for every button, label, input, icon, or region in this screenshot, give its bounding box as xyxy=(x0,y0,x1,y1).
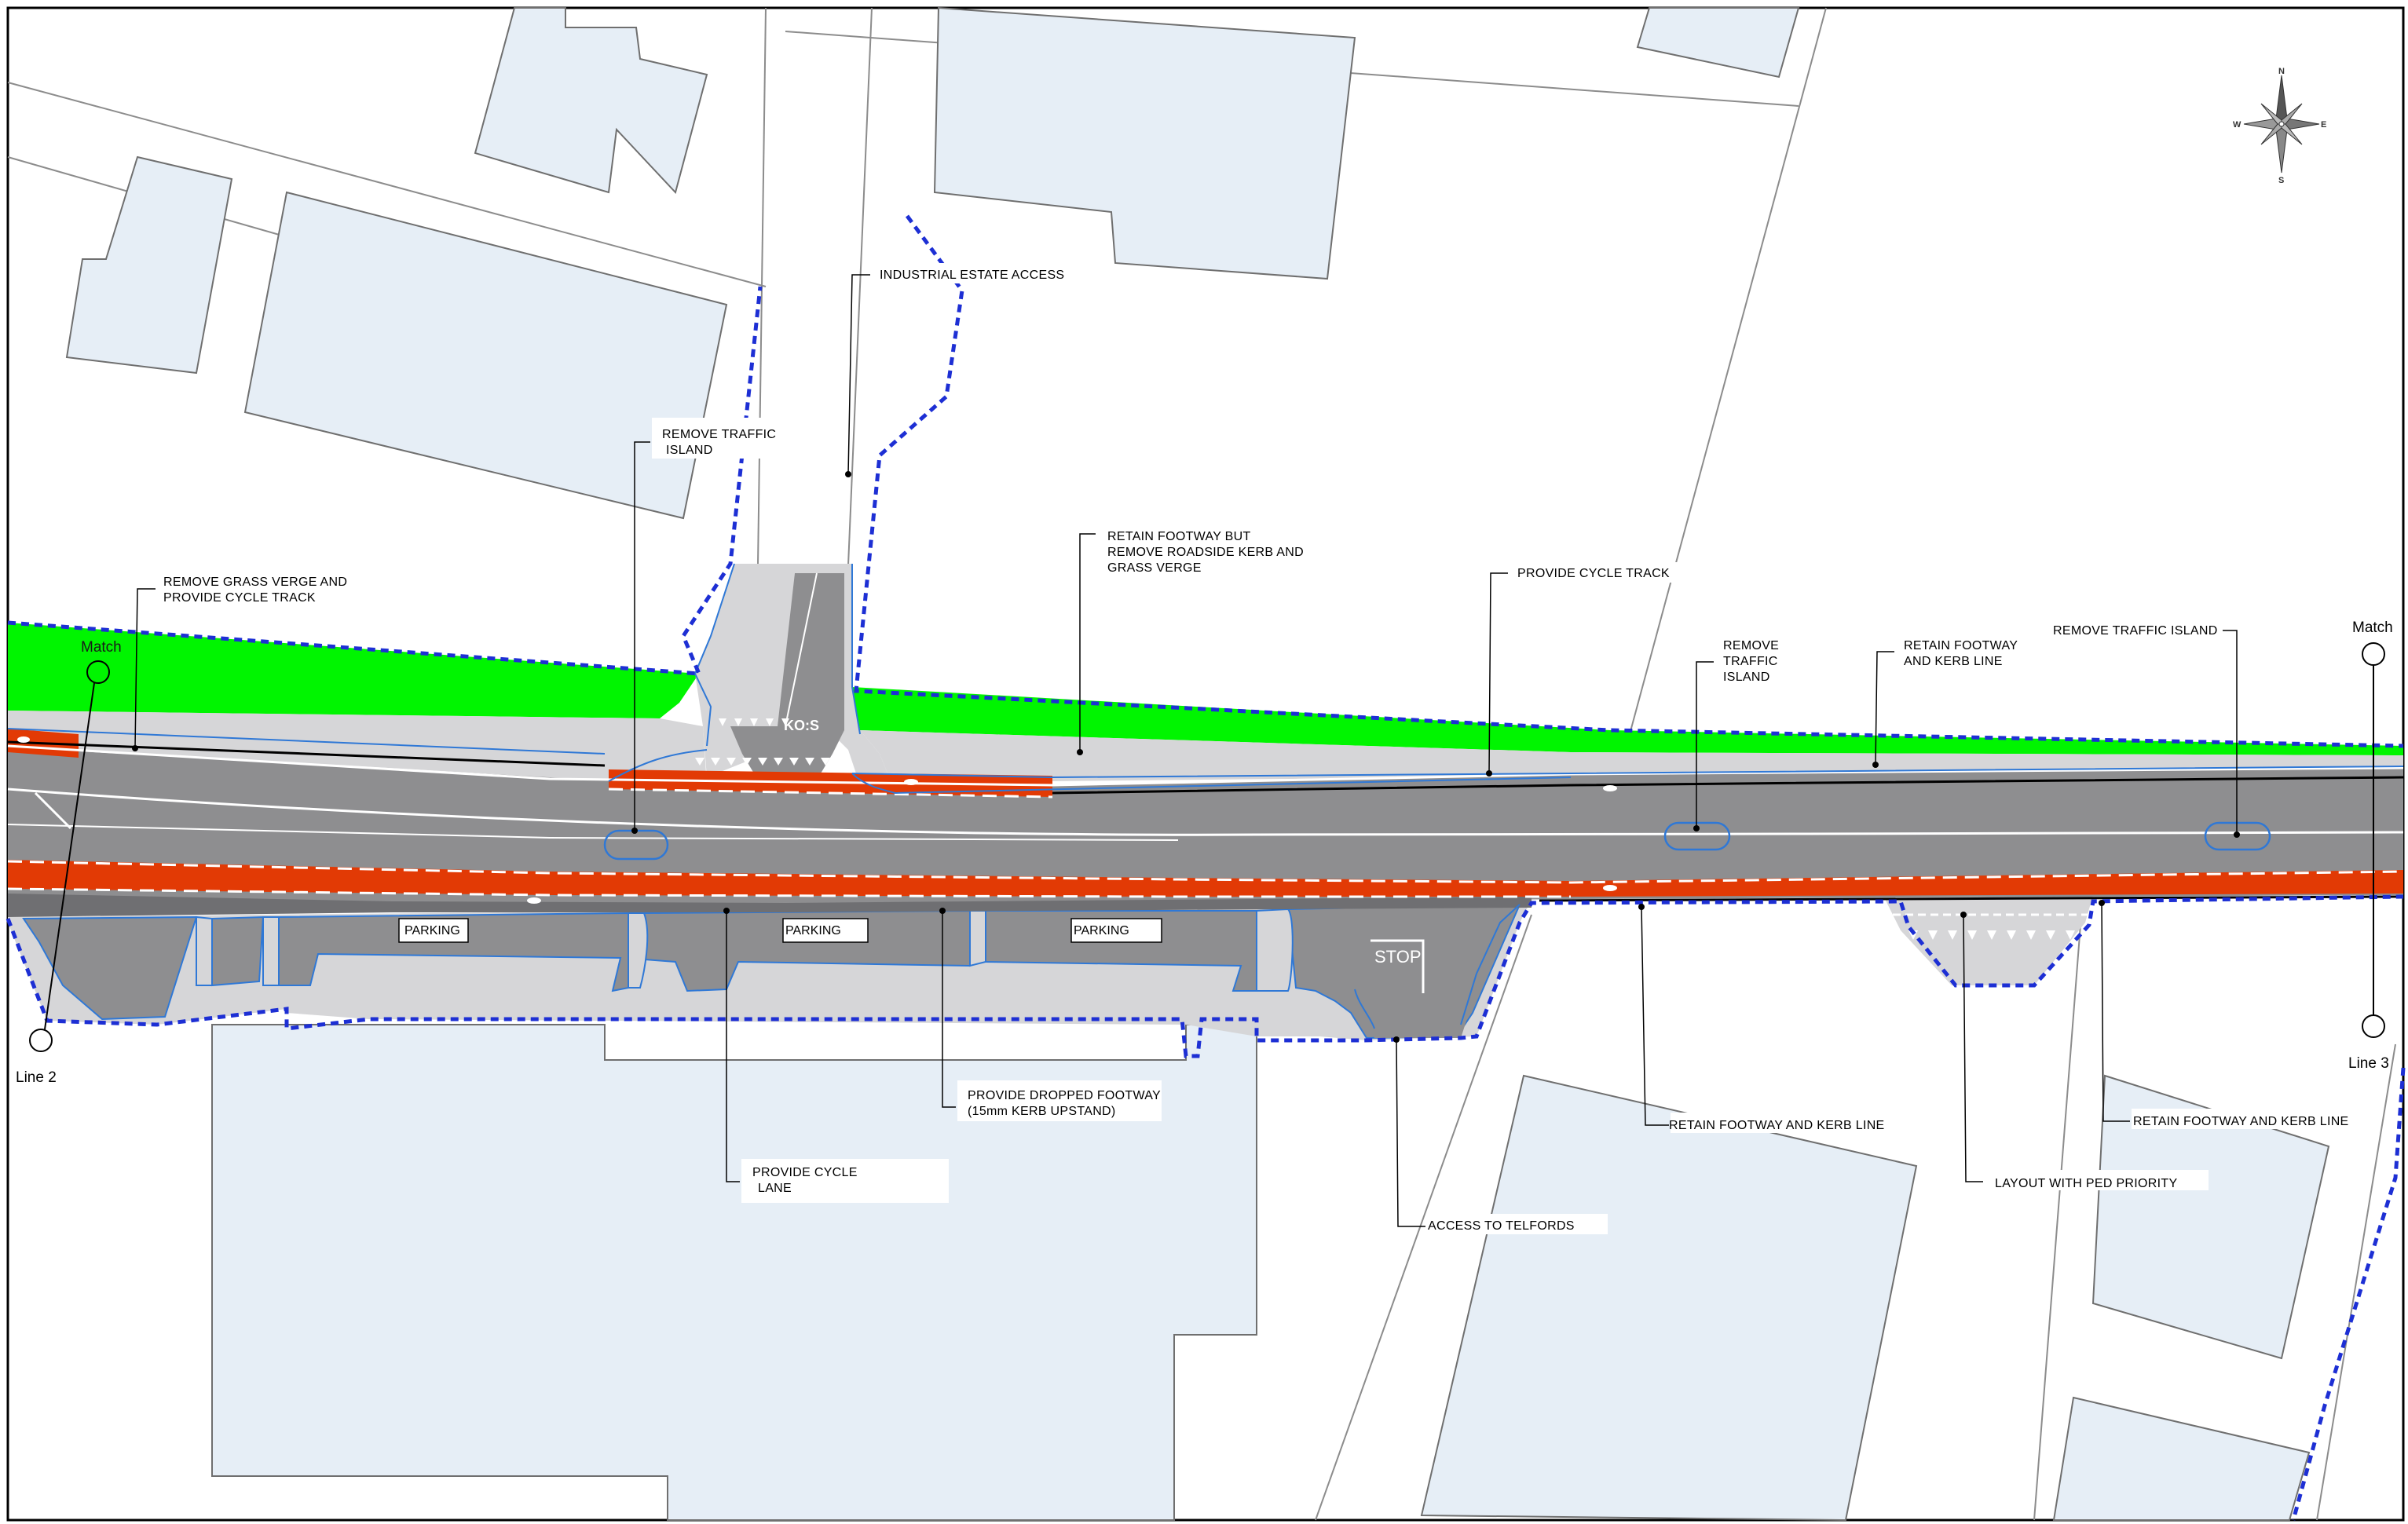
compass-e: E xyxy=(2321,120,2326,130)
line-label-left: Line 2 xyxy=(16,1069,57,1086)
road-markings xyxy=(7,572,2404,898)
building-7 xyxy=(1420,1074,1918,1522)
building-9 xyxy=(2052,1396,2311,1521)
note-retain-footway-kerb-2: RETAIN FOOTWAY AND KERB LINE xyxy=(2133,1115,2349,1128)
note-remove-traffic-island-1b: ISLAND xyxy=(666,444,713,457)
leader-dots xyxy=(132,471,2240,1043)
parking-label-2: PARKING xyxy=(785,924,841,937)
note-remove-traffic-island-2c: ISLAND xyxy=(1723,671,1770,684)
match-line-right: Match Line 3 xyxy=(2348,619,2393,1072)
note-remove-traffic-island-2a: REMOVE xyxy=(1723,639,1779,652)
note-provide-cycle-lane-a: PROVIDE CYCLE xyxy=(752,1166,858,1179)
stop-line xyxy=(1371,939,1425,993)
match-line-left: Match Line 2 xyxy=(16,639,122,1086)
site-boundary xyxy=(5,214,2406,1521)
parking-label-1: PARKING xyxy=(404,924,460,937)
keep-clear-marking: KO:S xyxy=(784,718,819,733)
carriageway-edge-strip xyxy=(8,894,1532,917)
match-label-left: Match xyxy=(81,639,122,656)
cycle-symbols xyxy=(17,736,1617,904)
note-layout-ped-priority: LAYOUT WITH PED PRIORITY xyxy=(1995,1177,2177,1190)
industrial-access-road xyxy=(730,573,844,773)
parking-label-3: PARKING xyxy=(1074,924,1129,937)
compass-n: N xyxy=(2278,67,2285,76)
match-label-right: Match xyxy=(2352,619,2393,636)
building-1 xyxy=(474,7,708,194)
annotation-backgrounds xyxy=(157,263,2355,1234)
compass-s: S xyxy=(2278,176,2284,185)
traffic-island-2 xyxy=(1663,821,1731,851)
note-retain-footway-kerb-top-b: AND KERB LINE xyxy=(1904,655,2003,668)
grass-verge-left xyxy=(8,623,699,718)
cycle-symbol xyxy=(1603,885,1617,891)
building-4 xyxy=(933,6,1356,280)
note-access-to-telfords: ACCESS TO TELFORDS xyxy=(1428,1219,1575,1233)
note-retain-footway-remove-kerb-a: RETAIN FOOTWAY BUT xyxy=(1107,530,1251,543)
note-retain-footway-remove-kerb-b: REMOVE ROADSIDE KERB AND xyxy=(1107,546,1304,559)
north-compass: N S E W xyxy=(2233,67,2326,185)
parking-labels: PARKING PARKING PARKING xyxy=(398,918,1162,943)
note-remove-traffic-island-1a: REMOVE TRAFFIC xyxy=(662,428,776,441)
note-provide-cycle-lane-b: LANE xyxy=(758,1182,792,1195)
building-3 xyxy=(243,191,728,520)
compass-w: W xyxy=(2233,120,2241,130)
give-way-markings xyxy=(695,718,830,766)
note-provide-dropped-footway-a: PROVIDE DROPPED FOOTWAY xyxy=(968,1089,1161,1102)
cycle-symbol xyxy=(527,897,541,904)
building-2 xyxy=(65,155,233,375)
note-retain-footway-kerb-top-a: RETAIN FOOTWAY xyxy=(1904,639,2018,652)
ped-priority-markings xyxy=(1893,913,2089,940)
line-label-right: Line 3 xyxy=(2348,1055,2389,1072)
building-5 xyxy=(1636,7,1800,79)
cycle-lane-south xyxy=(8,860,2403,897)
note-remove-grass-verge-b: PROVIDE CYCLE TRACK xyxy=(163,591,316,605)
note-retain-footway-kerb-1: RETAIN FOOTWAY AND KERB LINE xyxy=(1669,1119,1885,1132)
note-remove-traffic-island-3: REMOVE TRAFFIC ISLAND xyxy=(2053,624,2218,638)
parking-dividers xyxy=(196,908,1294,992)
note-provide-cycle-track: PROVIDE CYCLE TRACK xyxy=(1517,567,1670,580)
building-6 xyxy=(211,1024,1257,1521)
stop-marking: STOP xyxy=(1374,947,1422,967)
buildings xyxy=(65,6,2330,1522)
annotations: INDUSTRIAL ESTATE ACCESS REMOVE TRAFFIC … xyxy=(163,269,2349,1233)
cycle-symbol xyxy=(17,736,30,743)
cycle-symbol xyxy=(904,779,918,785)
note-provide-dropped-footway-b: (15mm KERB UPSTAND) xyxy=(968,1105,1116,1118)
traffic-island-3 xyxy=(2204,821,2271,851)
note-remove-grass-verge-a: REMOVE GRASS VERGE AND xyxy=(163,576,347,589)
note-retain-footway-remove-kerb-c: GRASS VERGE xyxy=(1107,561,1202,575)
kerb-lines xyxy=(7,740,2404,902)
blue-kerb-lines xyxy=(7,563,2404,1029)
leader-lines xyxy=(134,274,2238,1227)
cycle-symbol xyxy=(1603,785,1617,791)
note-industrial-estate-access: INDUSTRIAL ESTATE ACCESS xyxy=(880,269,1064,282)
note-remove-traffic-island-2b: TRAFFIC xyxy=(1723,655,1778,668)
